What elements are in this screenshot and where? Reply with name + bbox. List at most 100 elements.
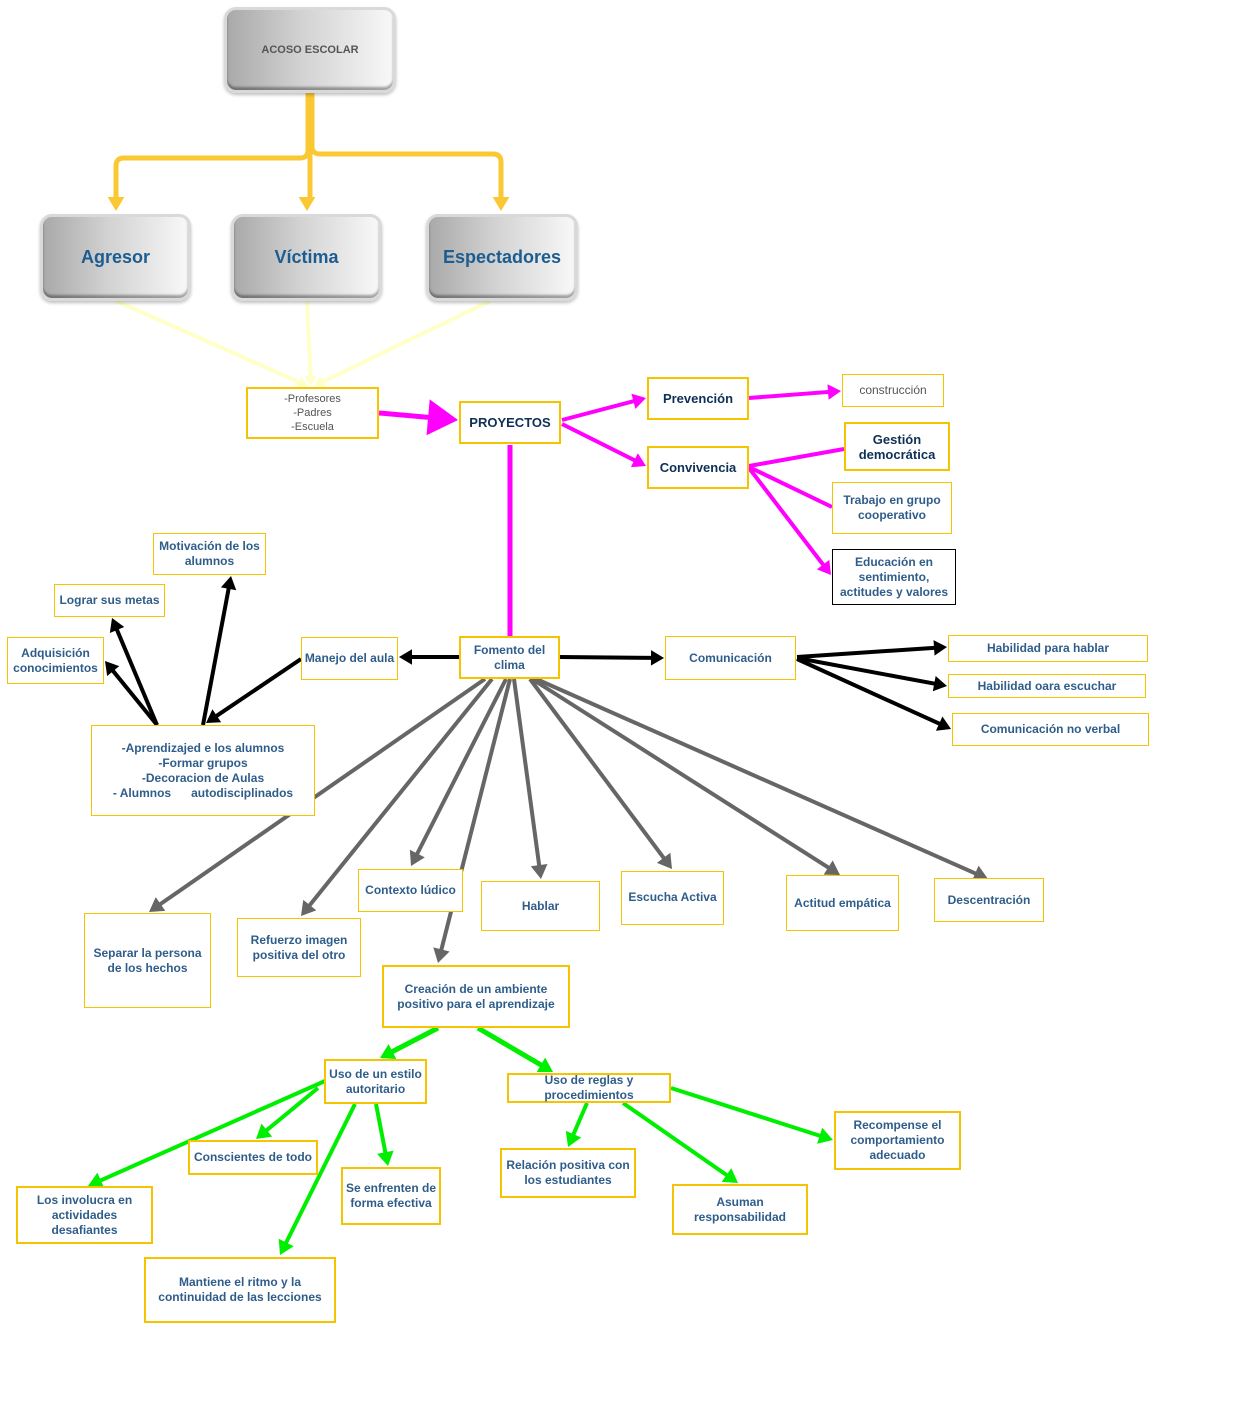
arrow-head xyxy=(107,197,125,211)
educacion-sentimiento-node[interactable]: Educación en sentimiento, actitudes y va… xyxy=(832,549,956,605)
arrow-head xyxy=(827,384,841,400)
node-label: Adquisición conocimientos xyxy=(13,645,98,675)
connector-root-espectadores xyxy=(309,93,504,200)
separar-persona-node[interactable]: Separar la persona de los hechos xyxy=(84,913,211,1008)
node-label: Escucha Activa xyxy=(628,890,717,904)
estilo-autoritario-node[interactable]: Uso de un estilo autoritario xyxy=(324,1059,427,1104)
asuman-responsabilidad-node[interactable]: Asuman responsabilidad xyxy=(672,1184,808,1235)
prevencion-node[interactable]: Prevención xyxy=(647,377,749,420)
proyectos-label: PROYECTOS xyxy=(469,415,551,430)
convivencia-label: Convivencia xyxy=(659,460,737,475)
connector-ambiente-reglas xyxy=(476,1025,546,1070)
convivencia-node[interactable]: Convivencia xyxy=(647,446,749,489)
lograr-metas-node[interactable]: Lograr sus metas xyxy=(54,584,165,617)
connector-stakeholders-proyectos xyxy=(378,410,438,421)
arrow-head xyxy=(933,640,947,656)
gestion-democratica-node[interactable]: Gestión democrática xyxy=(844,422,950,471)
node-label: Descentración xyxy=(947,892,1031,907)
habilidad-hablar-node[interactable]: Habilidad para hablar xyxy=(948,635,1148,662)
connector-reglas-relacion xyxy=(570,1102,589,1139)
node-label: Uso de reglas y procedimientos xyxy=(544,1073,634,1102)
node-label: Contexto lúdico xyxy=(365,883,456,897)
motivacion-alumnos-node[interactable]: Motivación de los alumnos xyxy=(153,533,266,575)
actor-label: Víctima xyxy=(274,247,339,267)
node-label: Motivación de los alumnos xyxy=(159,539,260,568)
actitud-empatica-node[interactable]: Actitud empática xyxy=(786,875,899,931)
connector-fomento-contexto xyxy=(413,678,508,859)
refuerzo-imagen-node[interactable]: Refuerzo imagen positiva del otro xyxy=(237,918,361,977)
involucra-actividades-node[interactable]: Los involucra en actividades desafiantes xyxy=(16,1186,153,1244)
comunicacion-node[interactable]: Comunicación xyxy=(665,636,796,680)
connector-fomento-escucha xyxy=(528,677,668,863)
connector-autoritario-enfrenten xyxy=(374,1103,389,1157)
node-label: Habilidad oara escuchar xyxy=(977,678,1117,693)
node-label: Creación de un ambiente positivo para el… xyxy=(397,981,555,1011)
connector-proyectos-convivencia xyxy=(561,422,639,464)
node-label: Los involucra en actividades desafiantes xyxy=(36,1192,133,1237)
node-label: Asuman responsabilidad xyxy=(693,1194,787,1224)
connector-aulalist-adquisicion xyxy=(109,666,159,727)
manejo-aula-node[interactable]: Manejo del aula xyxy=(301,637,398,680)
arrow-head xyxy=(380,1044,397,1060)
actor-victima[interactable]: Víctima xyxy=(231,214,382,301)
fomento-clima-node[interactable]: Fomento del clima xyxy=(459,636,560,679)
connector-autoritario-involucra xyxy=(96,1079,326,1184)
connector-fomento-descentracion xyxy=(533,676,980,877)
relacion-positiva-node[interactable]: Relación positiva con los estudiantes xyxy=(500,1148,636,1198)
ambiente-positivo-node[interactable]: Creación de un ambiente positivo para el… xyxy=(382,965,570,1028)
conscientes-todo-node[interactable]: Conscientes de todo xyxy=(188,1140,318,1175)
stakeholder-item: -Profesores xyxy=(284,393,341,405)
arrow-head xyxy=(530,864,548,879)
prevencion-label: Prevención xyxy=(662,391,734,406)
arrow-head xyxy=(565,1130,582,1147)
connector-comunicacion-escuchar xyxy=(796,656,939,687)
connector-fomento-actitud xyxy=(530,677,833,872)
connector-ambiente-autoritario xyxy=(387,1025,440,1056)
mantiene-ritmo-node[interactable]: Mantiene el ritmo y la continuidad de la… xyxy=(144,1257,336,1323)
proyectos-node[interactable]: PROYECTOS xyxy=(459,401,561,444)
connector-prevencion-construccion xyxy=(748,389,833,400)
connector-autoritario-conscientes xyxy=(262,1086,320,1135)
connector-convivencia-educacion xyxy=(747,466,828,569)
arrow-head xyxy=(426,399,458,436)
enfrenten-efectiva-node[interactable]: Se enfrenten de forma efectiva xyxy=(341,1167,441,1225)
escucha-activa-node[interactable]: Escucha Activa xyxy=(621,871,724,925)
recompense-comportamiento-node[interactable]: Recompense el comportamiento adecuado xyxy=(834,1111,961,1170)
connector-espectadores-stakeholders xyxy=(319,299,491,385)
aula-list-node[interactable]: -Aprendizajed e los alumnos -Formar grup… xyxy=(91,725,315,816)
node-label: Mantiene el ritmo y la continuidad de la… xyxy=(158,1275,322,1304)
hablar-node[interactable]: Hablar xyxy=(481,881,600,931)
root-node-acoso-escolar[interactable]: ACOSO ESCOLAR xyxy=(224,7,396,93)
arrow-head xyxy=(149,897,166,912)
comunicacion-no-verbal-node[interactable]: Comunicación no verbal xyxy=(952,713,1149,746)
trabajo-grupo-node[interactable]: Trabajo en grupo cooperativo xyxy=(832,482,952,534)
adquisicion-conocimientos-node[interactable]: Adquisición conocimientos xyxy=(7,637,104,684)
node-label: Actitud empática xyxy=(794,895,891,910)
arrow-head xyxy=(656,852,672,869)
arrow-head xyxy=(721,1168,738,1183)
arrow-head xyxy=(377,1150,394,1166)
arrow-head xyxy=(433,947,450,963)
actor-espectadores[interactable]: Espectadores xyxy=(426,214,578,301)
stakeholders-node[interactable]: -Profesores -Padres -Escuela xyxy=(246,387,379,439)
node-label: Lograr sus metas xyxy=(59,593,160,607)
actor-agresor[interactable]: Agresor xyxy=(40,214,191,301)
node-label: Comunicación no verbal xyxy=(980,722,1121,736)
arrow-head xyxy=(932,675,947,692)
node-label: Se enfrenten de forma efectiva xyxy=(345,1181,437,1210)
connector-comunicacion-hablar xyxy=(796,645,939,659)
arrow-head xyxy=(817,1127,833,1144)
arrow-head xyxy=(650,650,664,666)
construccion-node[interactable]: construcción xyxy=(842,374,944,407)
aula-list-item: -Aprendizajed e los alumnos xyxy=(121,740,285,755)
reglas-procedimientos-node[interactable]: Uso de reglas y procedimientos xyxy=(507,1073,671,1103)
arrow-head xyxy=(630,453,646,468)
contexto-ludico-node[interactable]: Contexto lúdico xyxy=(358,869,463,912)
connector-root-agresor xyxy=(113,93,311,200)
connector-fomento-comunicacion xyxy=(559,655,655,660)
habilidad-escuchar-node[interactable]: Habilidad oara escuchar xyxy=(948,674,1146,698)
connector-manejo-aulalist xyxy=(212,657,303,720)
descentracion-node[interactable]: Descentración xyxy=(934,878,1044,922)
root-label: ACOSO ESCOLAR xyxy=(261,44,359,56)
